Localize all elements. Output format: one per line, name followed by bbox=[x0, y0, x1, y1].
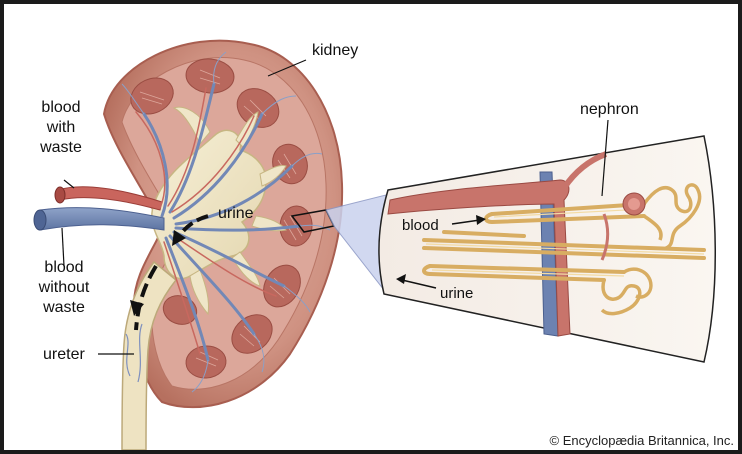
nephron-tubules bbox=[422, 202, 706, 282]
label-blood-with-waste: blood with waste bbox=[40, 99, 82, 156]
label-urine-nephron: urine bbox=[440, 285, 474, 302]
inset-artery bbox=[387, 179, 571, 337]
blood-flow-arrow bbox=[451, 215, 486, 225]
renal-pelvis bbox=[151, 129, 267, 280]
urine-outflow-arrow bbox=[396, 274, 437, 289]
convoluted-tubule-upper bbox=[642, 183, 702, 250]
glomerulus-core bbox=[628, 198, 640, 210]
artery-opening bbox=[54, 186, 66, 204]
nephron-tubule-highlights bbox=[425, 208, 705, 277]
urine-flow-arrows bbox=[130, 214, 209, 331]
label-nephron: nephron bbox=[580, 101, 639, 118]
label-blood-without-waste: blood without waste bbox=[38, 259, 90, 316]
label-ureter: ureter bbox=[43, 346, 85, 363]
label-blood-nephron: blood bbox=[402, 217, 439, 234]
ureter-vessels bbox=[125, 323, 143, 383]
vein-opening bbox=[33, 209, 47, 231]
capillaries bbox=[121, 51, 331, 393]
interlobar-vessels bbox=[142, 82, 302, 362]
leader-lines bbox=[61, 59, 609, 355]
diagram-frame: kidney blood with waste blood without wa… bbox=[4, 4, 738, 450]
pyramid-striations bbox=[139, 69, 303, 367]
arcuate-vessels bbox=[135, 87, 277, 355]
copyright-notice: © Encyclopædia Britannica, Inc. bbox=[549, 433, 734, 448]
label-urine-kidney: urine bbox=[218, 205, 254, 222]
renal-artery bbox=[57, 186, 163, 211]
label-kidney: kidney bbox=[312, 42, 359, 59]
convoluted-tubule-lower bbox=[600, 267, 653, 316]
kidney-diagram bbox=[33, 39, 716, 450]
renal-vein bbox=[39, 207, 165, 231]
efferent-capillary bbox=[600, 213, 610, 261]
inset-artery-branch bbox=[561, 151, 608, 190]
